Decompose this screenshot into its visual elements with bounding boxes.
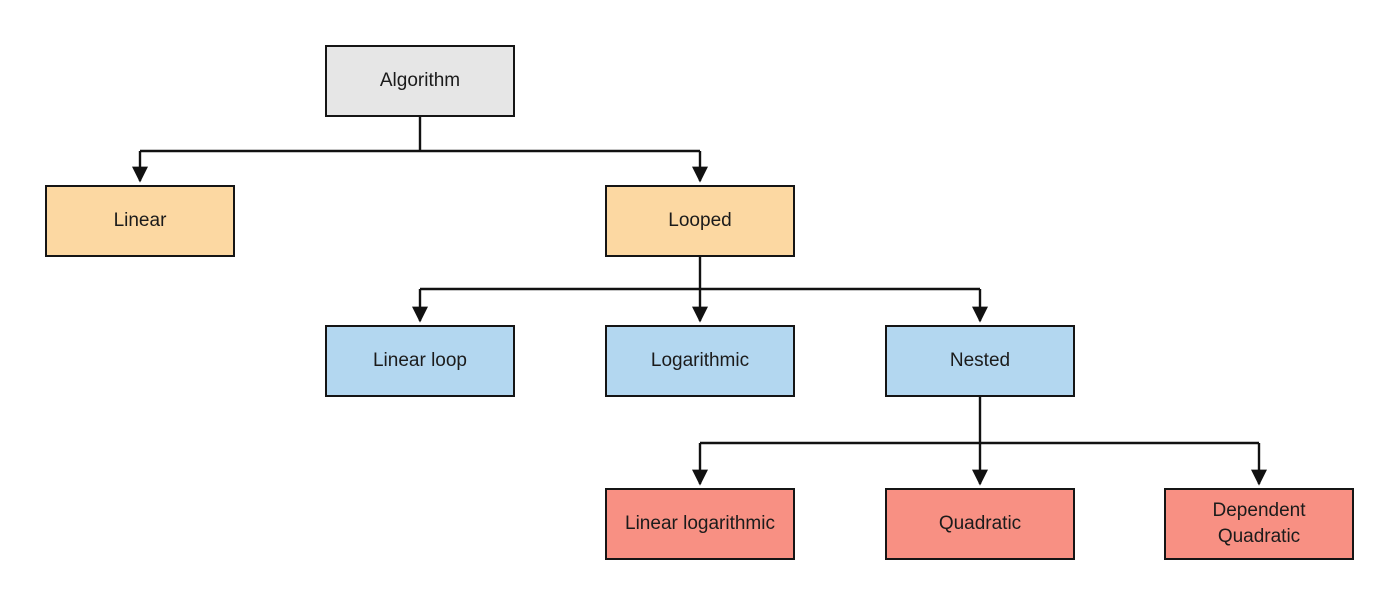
connector-nested-trunk bbox=[700, 397, 1259, 445]
connector-looped-trunk bbox=[420, 257, 980, 291]
node-nested-label: Nested bbox=[949, 350, 1011, 372]
connector-algorithm-trunk bbox=[140, 117, 700, 153]
node-linear-logarithmic-label: Linear logarithmic bbox=[625, 513, 775, 535]
node-algorithm-label: Algorithm bbox=[379, 70, 461, 92]
node-quadratic: Quadratic bbox=[885, 488, 1075, 560]
node-dependent-quadratic: Dependent Quadratic bbox=[1164, 488, 1354, 560]
node-dependent-quadratic-label: Dependent Quadratic bbox=[1212, 500, 1306, 547]
node-linear-logarithmic: Linear logarithmic bbox=[605, 488, 795, 560]
node-nested: Nested bbox=[885, 325, 1075, 397]
node-linear: Linear bbox=[45, 185, 235, 257]
node-logarithmic-label: Logarithmic bbox=[650, 350, 750, 372]
node-algorithm: Algorithm bbox=[325, 45, 515, 117]
node-linear-loop-label: Linear loop bbox=[372, 350, 468, 372]
node-looped-label: Looped bbox=[668, 210, 732, 232]
node-linear-loop: Linear loop bbox=[325, 325, 515, 397]
node-quadratic-label: Quadratic bbox=[938, 513, 1022, 535]
node-linear-label: Linear bbox=[113, 210, 167, 232]
node-logarithmic: Logarithmic bbox=[605, 325, 795, 397]
node-looped: Looped bbox=[605, 185, 795, 257]
